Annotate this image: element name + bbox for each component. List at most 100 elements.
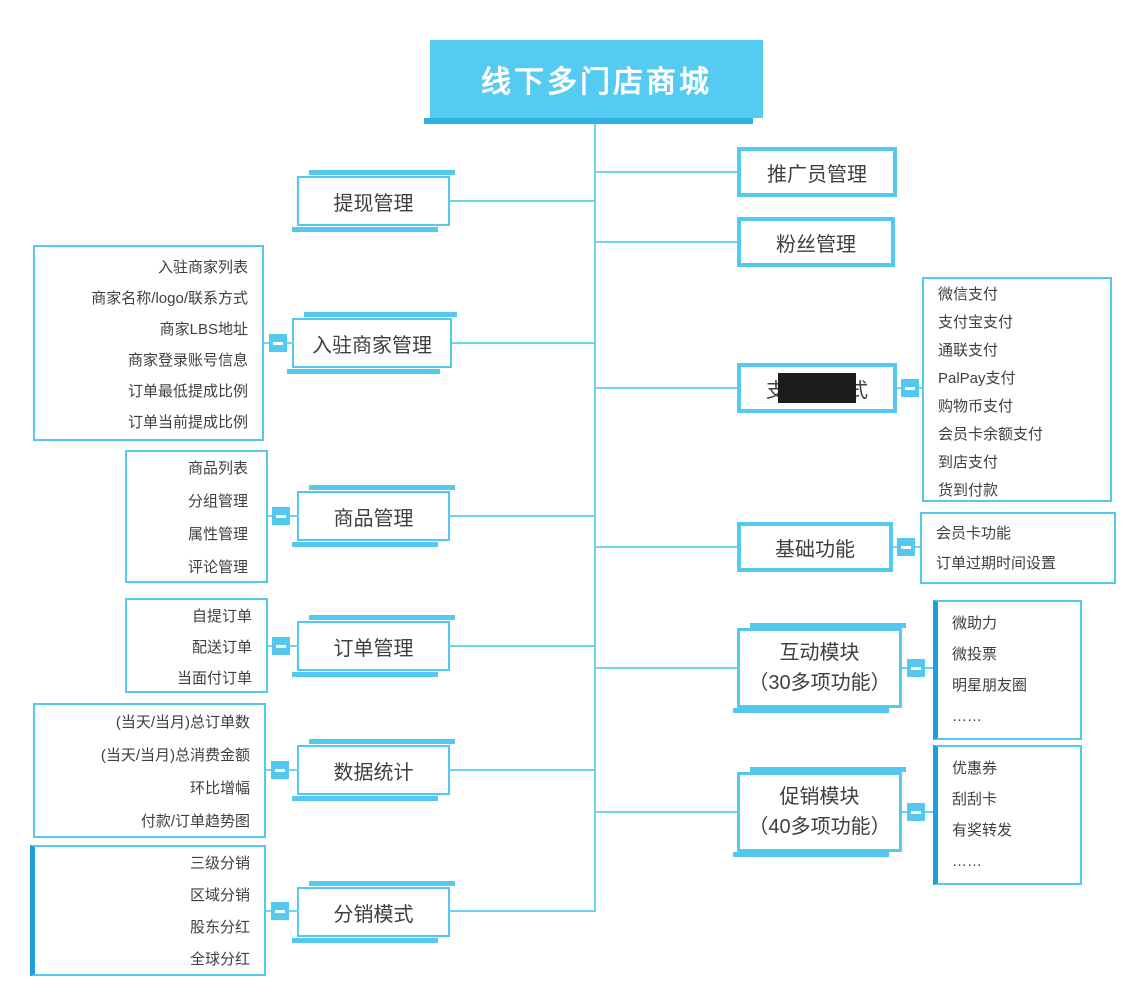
detail-item: 商家名称/logo/联系方式: [91, 290, 248, 307]
promotion-module-details: 优惠券 刮刮卡 有奖转发 ……: [933, 745, 1082, 885]
connector-line: [596, 171, 737, 173]
detail-item: 微投票: [952, 646, 998, 663]
promotion-module-node[interactable]: 促销模块 （40多项功能）: [733, 767, 906, 857]
detail-item: 会员卡余额支付: [938, 426, 1044, 443]
node-label: 订单管理: [333, 637, 414, 660]
node-label-line1: 促销模块: [779, 786, 860, 808]
detail-item: 商品列表: [187, 460, 248, 477]
payment-methods-node[interactable]: 支 式: [737, 363, 897, 413]
node-label: 推广员管理: [767, 163, 867, 186]
detail-item: 刮刮卡: [952, 791, 998, 808]
withdrawal-management-node[interactable]: 提现管理: [292, 170, 455, 232]
merchant-management-node[interactable]: 入驻商家管理: [287, 312, 457, 374]
detail-item: 环比增幅: [189, 780, 250, 797]
minus-icon: [275, 768, 285, 772]
node-label: 粉丝管理: [776, 233, 856, 256]
data-statistics-details: (当天/当月)总订单数 (当天/当月)总消费金额 环比增幅 付款/订单趋势图: [33, 703, 266, 838]
collapse-toggle[interactable]: [272, 507, 290, 525]
product-management-node[interactable]: 商品管理: [292, 485, 455, 547]
connector-line: [596, 811, 737, 813]
fans-management-node[interactable]: 粉丝管理: [737, 217, 895, 267]
detail-item: 评论管理: [187, 559, 248, 576]
connector-line: [596, 241, 737, 243]
root-node[interactable]: 线下多门店商城: [424, 40, 763, 124]
basic-functions-node[interactable]: 基础功能: [737, 522, 893, 572]
minus-icon: [275, 909, 285, 913]
collapse-toggle[interactable]: [901, 379, 919, 397]
order-management-node[interactable]: 订单管理: [292, 615, 455, 677]
connector-line: [596, 546, 737, 548]
minus-icon: [911, 810, 921, 814]
node-label: 提现管理: [333, 192, 414, 215]
collapse-toggle[interactable]: [271, 761, 289, 779]
connector-line: [450, 910, 596, 912]
connector-line: [450, 515, 596, 517]
detail-item: 当面付订单: [176, 670, 252, 687]
detail-item: 配送订单: [191, 639, 252, 656]
detail-item: 自提订单: [191, 608, 252, 625]
detail-item: 全球分红: [189, 951, 250, 968]
root-title: 线下多门店商城: [481, 66, 712, 99]
promoter-management-node[interactable]: 推广员管理: [737, 147, 897, 197]
detail-item: 属性管理: [187, 526, 248, 543]
node-label-line2: （30多项功能）: [748, 672, 891, 694]
connector-line: [450, 769, 596, 771]
detail-item: 付款/订单趋势图: [140, 813, 250, 830]
product-management-details: 商品列表 分组管理 属性管理 评论管理: [125, 450, 268, 583]
collapse-toggle[interactable]: [269, 334, 287, 352]
connector-line: [596, 387, 737, 389]
minus-icon: [276, 514, 286, 518]
detail-item: 到店支付: [938, 454, 999, 471]
collapse-toggle[interactable]: [907, 803, 925, 821]
detail-item: 分组管理: [187, 493, 248, 510]
detail-item: 三级分销: [189, 855, 250, 872]
node-label: 入驻商家管理: [312, 334, 432, 357]
node-label: 促销模块 （40多项功能）: [748, 782, 890, 842]
detail-item: 明星朋友圈: [952, 677, 1028, 694]
detail-item: 通联支付: [938, 342, 999, 359]
payment-methods-details: 微信支付 支付宝支付 通联支付 PalPay支付 购物币支付 会员卡余额支付 到…: [922, 277, 1112, 502]
interaction-module-details: 微助力 微投票 明星朋友圈 ……: [933, 600, 1082, 740]
minus-icon: [911, 666, 921, 670]
detail-item: 有奖转发: [952, 822, 1013, 839]
order-management-details: 自提订单 配送订单 当面付订单: [125, 598, 268, 693]
collapse-toggle[interactable]: [272, 637, 290, 655]
interaction-module-node[interactable]: 互动模块 （30多项功能）: [733, 623, 906, 713]
redaction-overlay: [778, 373, 856, 403]
detail-item: 会员卡功能: [936, 525, 1012, 542]
data-statistics-node[interactable]: 数据统计: [292, 739, 455, 801]
detail-item: 订单当前提成比例: [127, 414, 248, 431]
merchant-management-details: 入驻商家列表 商家名称/logo/联系方式 商家LBS地址 商家登录账号信息 订…: [33, 245, 264, 441]
minus-icon: [276, 644, 286, 648]
detail-item: 订单最低提成比例: [127, 383, 248, 400]
collapse-toggle[interactable]: [897, 538, 915, 556]
detail-item: 入驻商家列表: [157, 259, 248, 276]
basic-functions-details: 会员卡功能 订单过期时间设置: [920, 512, 1116, 584]
detail-item: (当天/当月)总订单数: [115, 714, 250, 731]
distribution-mode-node[interactable]: 分销模式: [292, 881, 455, 943]
connector-line: [450, 200, 596, 202]
node-label-line2: （40多项功能）: [748, 816, 891, 838]
node-label: 数据统计: [333, 761, 414, 784]
detail-item: 区域分销: [189, 887, 250, 904]
detail-item: (当天/当月)总消费金额: [100, 747, 250, 764]
detail-item: 微助力: [952, 615, 998, 632]
detail-item: PalPay支付: [938, 370, 1016, 387]
connector-line: [596, 667, 737, 669]
minus-icon: [901, 545, 911, 549]
minus-icon: [273, 341, 283, 345]
detail-item: 商家LBS地址: [159, 321, 248, 338]
node-label-line1: 互动模块: [779, 642, 860, 664]
collapse-toggle[interactable]: [271, 902, 289, 920]
detail-item: 商家登录账号信息: [127, 352, 248, 369]
detail-item: 订单过期时间设置: [936, 555, 1057, 572]
collapse-toggle[interactable]: [907, 659, 925, 677]
detail-item: 股东分红: [189, 919, 250, 936]
connector-line: [452, 342, 596, 344]
detail-item: 购物币支付: [938, 398, 1014, 415]
node-label: 商品管理: [333, 507, 414, 530]
detail-item: 微信支付: [938, 286, 999, 303]
node-label: 互动模块 （30多项功能）: [748, 638, 890, 698]
connector-line: [450, 645, 596, 647]
